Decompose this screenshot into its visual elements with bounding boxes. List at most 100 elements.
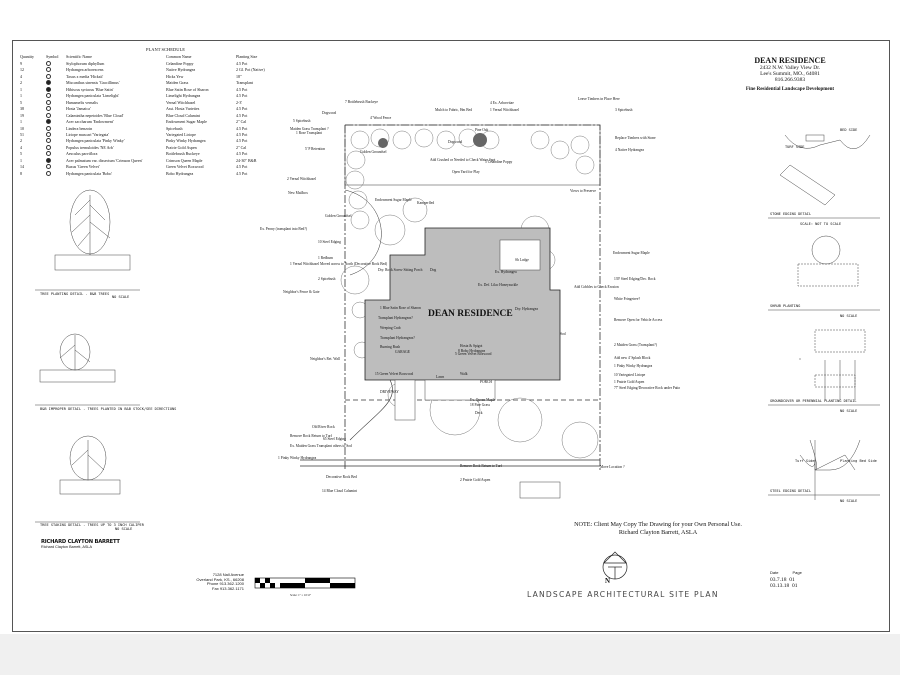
scientific-name: Buxus 'Green Velvet'	[66, 164, 100, 170]
detail-caption: TURF SIDE	[785, 145, 805, 149]
detail-caption: NO SCALE	[115, 527, 133, 531]
plant-symbol-icon	[46, 170, 51, 176]
plan-callout: Sh Lodge	[515, 258, 529, 262]
firm-subtitle: Richard Clayton Barrett, ASLA	[41, 545, 93, 549]
planting-size: 4.5 Pot	[236, 125, 248, 131]
detail-caption: STEEL EDGING DETAIL	[770, 489, 812, 493]
plant-symbol-icon	[46, 73, 51, 79]
plan-callout: Endowment Sugar Maple	[375, 198, 412, 202]
quantity: 4	[20, 73, 22, 79]
planting-size: 4.5 Pot	[236, 93, 248, 99]
plan-callout: Remove Rock Return to Turf	[290, 434, 332, 438]
scientific-name: Taxus x media 'Hicksii'	[66, 73, 104, 79]
plan-callout: Open Yard for Play	[452, 170, 480, 174]
planting-size: 4.5 Pot	[236, 170, 248, 176]
plan-callout: Leave Timbers in Place Here	[578, 97, 620, 101]
common-name: Celandine Poppy	[166, 61, 194, 66]
plan-callout: 139' Steel Edging/Dec. Rock	[614, 277, 656, 281]
quantity: 14	[20, 164, 24, 170]
plant-symbol-icon	[46, 151, 51, 157]
quantity: 1	[20, 157, 22, 163]
plan-callout: 1 Pinky Winky Hydrangea	[278, 456, 317, 460]
plan-callout: DRIVEWAY	[380, 390, 399, 394]
detail-caption: GROUNDCOVER OR PERENNIAL PLANTING DETAIL	[770, 399, 857, 403]
firm-address-line: 7128 Nall Avenue	[212, 572, 244, 577]
plan-callout: 1 Vernal Witchhazel Moved across to Nort…	[290, 262, 388, 266]
scientific-name: Populus tremuloides 'NE Arb'	[66, 144, 114, 150]
scientific-name: Aesculus parviflora	[66, 151, 98, 157]
detail-caption: TREE STAKING DETAIL - TREES UP TO 3 INCH…	[40, 523, 144, 527]
phone: 816.266.9383	[774, 77, 806, 83]
planting-size: 4.5 Pot	[236, 112, 248, 118]
quantity: 51	[20, 131, 24, 137]
plan-callout: Lawn	[436, 375, 445, 379]
detail-caption: NO SCALE	[112, 295, 130, 299]
plan-callout: 10 Variegated Liriope	[614, 373, 646, 377]
plan-callout: Sod	[560, 332, 566, 336]
common-name: Spicebush	[166, 125, 183, 131]
scientific-name: Calamintha nepetoides 'Blue Cloud'	[66, 112, 124, 118]
plan-callout: Golden Groundsel	[360, 150, 387, 154]
plant-symbol-icon	[46, 80, 51, 86]
address-line-1: 2432 N.W. Valley View Dr.	[759, 65, 821, 71]
scientific-name: Hamamelis vernalis	[66, 99, 98, 105]
planting-size: 2" Cal	[236, 144, 247, 150]
plan-callout: 10 Steel Edging	[318, 240, 341, 244]
plan-callout: Dry. Hydrangea	[515, 307, 538, 311]
plan-callout: PORCH	[480, 380, 492, 384]
common-name: Hicks Yew	[166, 73, 184, 79]
plan-callout: Old River Rock	[312, 425, 335, 429]
plant-symbol-icon	[46, 119, 51, 125]
plan-callout: Remove Open for Vehicle Access	[614, 318, 663, 322]
plant-symbol-icon	[46, 164, 51, 170]
quantity: 1	[20, 93, 22, 99]
plan-callout: 1 Vernal Witchhazel	[490, 108, 520, 112]
plan-callout: 2 Spicebush	[318, 277, 336, 281]
plan-callout: Ex. Maiden Grass Transplant others to So…	[290, 444, 352, 448]
plan-callout: Add Cobbles to Check Erosion	[574, 285, 619, 289]
detail-caption: NO SCALE	[840, 499, 858, 503]
detail-caption: NO SCALE	[840, 314, 858, 318]
plan-callout: Neighbor's Fence & Gate	[283, 290, 320, 294]
quantity: 8	[20, 170, 22, 176]
plant-symbol-icon	[46, 112, 51, 118]
quantity: 9	[20, 61, 22, 66]
north-label: N	[605, 577, 611, 585]
detail-caption: Turf Side	[795, 459, 815, 463]
firm-fax: Fax 913.362.1171	[212, 586, 244, 592]
scientific-name: Hydrangea paniculata 'Pinky Winky'	[66, 138, 125, 144]
detail-caption: TREE PLANTING DETAIL - B&B TREES	[40, 292, 110, 296]
date-header: Date	[770, 570, 779, 575]
scientific-name: Hydrangea paniculata 'Bobo'	[66, 170, 113, 176]
revision-date: 03.13.18	[770, 583, 790, 589]
quantity: 1	[20, 119, 22, 125]
plan-callout: 4 Native Hydrangea	[615, 148, 644, 152]
quantity: 2	[20, 138, 22, 144]
left-detail-drawings	[35, 189, 140, 523]
plant-symbol-icon	[46, 144, 51, 150]
quantity: 12	[20, 67, 24, 73]
planting-size: 4.5 Pot	[236, 138, 248, 144]
plan-callout: Kamperfled	[417, 201, 435, 205]
drawing-frame	[12, 40, 890, 632]
common-name: Prairie Gold Aspen	[166, 144, 197, 150]
common-name: Crimson Queen Maple	[166, 157, 203, 163]
plan-callout: 77' Steel Edging/Decorative Rock under P…	[614, 386, 681, 390]
quantity: 4	[20, 144, 22, 150]
plan-callout: 4 Ex. Arborvitae	[490, 101, 514, 105]
planting-size: 2 Gl. Pot (Native)	[236, 67, 265, 73]
bottom-bar	[0, 634, 900, 675]
copy-note: NOTE: Client May Copy The Drawing for yo…	[543, 521, 773, 537]
common-name: Endowment Sugar Maple	[166, 119, 207, 125]
plan-callout: Add Crushed or Needed to Check Water Spo…	[430, 158, 496, 162]
planting-size: 2" Cal	[236, 119, 247, 125]
scientific-name: Hydrangea paniculata 'Limelight'	[66, 93, 120, 99]
plan-callout: New Mailbox	[288, 191, 308, 195]
planting-size: 2-3'	[236, 99, 243, 105]
